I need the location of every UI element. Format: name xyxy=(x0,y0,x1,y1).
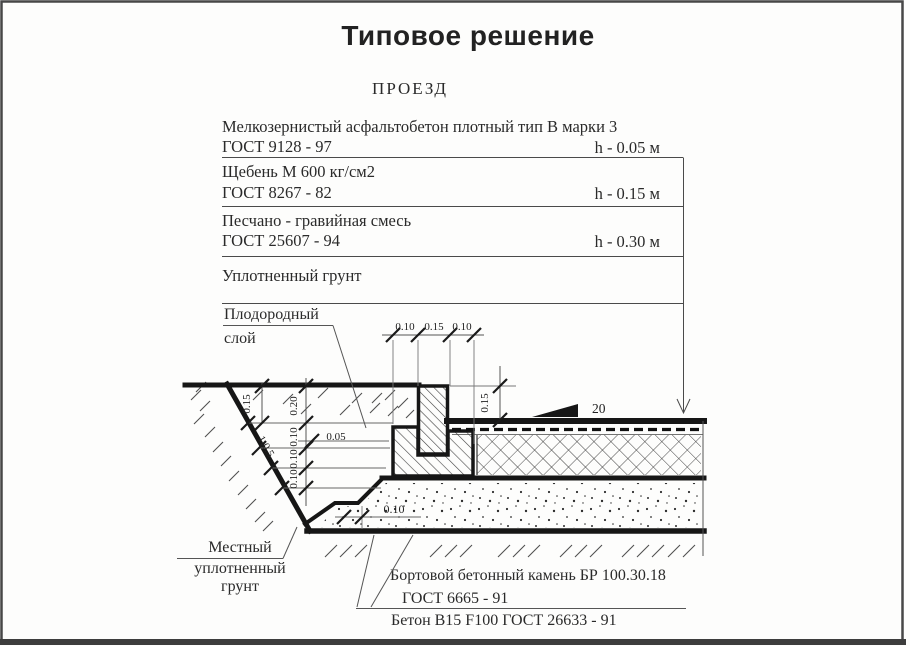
layer-row-name: Мелкозернистый асфальтобетон плотный тип… xyxy=(222,117,618,136)
layer-row-gost: ГОСТ 8267 - 82 xyxy=(222,183,332,202)
concrete-label: Бетон В15 F100 ГОСТ 26633 - 91 xyxy=(391,612,617,629)
crushed-stone-layer xyxy=(452,434,703,475)
table-leader-arrow xyxy=(676,157,691,415)
dim-top-1: 0.10 xyxy=(395,321,415,333)
layer-row-name: Щебень М 600 кг/см2 xyxy=(222,162,376,181)
sand-gravel-layer xyxy=(320,483,701,528)
dim-step-width: 0.10 xyxy=(384,502,405,516)
dim-left-4: 0.10 xyxy=(288,469,300,489)
drawing-subtitle: ПРОЕЗД xyxy=(372,79,448,98)
local-soil-label-line3: грунт xyxy=(221,578,259,595)
dim-top-3: 0.10 xyxy=(452,321,472,333)
table-grid xyxy=(222,157,683,304)
dimension-curb-reveal: 0.15 xyxy=(450,366,516,428)
leader-lines xyxy=(177,325,686,609)
curb-label-line1: Бортовой бетонный камень БР 100.30.18 xyxy=(390,567,666,584)
cross-slope-symbol: 20 xyxy=(532,401,606,417)
dimension-left-chain: 0.20 0.10 0.10 0.10 xyxy=(240,378,314,506)
curb-block xyxy=(416,384,450,456)
dim-top-2: 0.15 xyxy=(424,321,444,333)
dim-left-2: 0.10 xyxy=(288,427,300,447)
dim-topsoil-depth: 0.15 xyxy=(241,394,253,414)
dimension-thin-layer: 0.05 xyxy=(304,431,346,449)
layer-row-thickness: h - 0.30 м xyxy=(594,232,660,251)
local-soil-label-line1: Местный xyxy=(208,539,272,556)
layer-row-name: Уплотненный грунт xyxy=(222,266,362,285)
dimension-step: 0.10 xyxy=(336,502,405,525)
topsoil-label-line1: Плодородный xyxy=(224,306,319,323)
cross-slope-value: 20 xyxy=(592,401,606,416)
layer-row-name: Песчано - гравийная смесь xyxy=(222,211,412,230)
layer-row-gost: ГОСТ 25607 - 94 xyxy=(222,231,340,250)
layer-row-thickness: h - 0.05 м xyxy=(594,138,660,157)
slope-ratio-label: 1:0.5 xyxy=(255,434,277,460)
local-soil-label-line2: уплотненный xyxy=(194,560,286,577)
dimension-top-chain: 0.10 0.15 0.10 xyxy=(382,321,484,444)
dim-curb-reveal: 0.15 xyxy=(479,393,491,413)
dim-left-3: 0.10 xyxy=(288,449,300,469)
dimension-topsoil-depth: 0.15 xyxy=(241,378,270,431)
page-title: Типовое решение xyxy=(341,20,595,51)
layer-row-thickness: h - 0.15 м xyxy=(594,184,660,203)
topsoil-label-line2: слой xyxy=(224,330,256,347)
layer-row-gost: ГОСТ 9128 - 97 xyxy=(222,137,332,156)
curb-label-line2: ГОСТ 6665 - 91 xyxy=(402,590,509,607)
section-outline xyxy=(182,380,707,535)
backfill-boundaries xyxy=(248,422,421,529)
dim-left-1: 0.20 xyxy=(288,396,300,416)
dim-thin-layer: 0.05 xyxy=(326,431,346,443)
